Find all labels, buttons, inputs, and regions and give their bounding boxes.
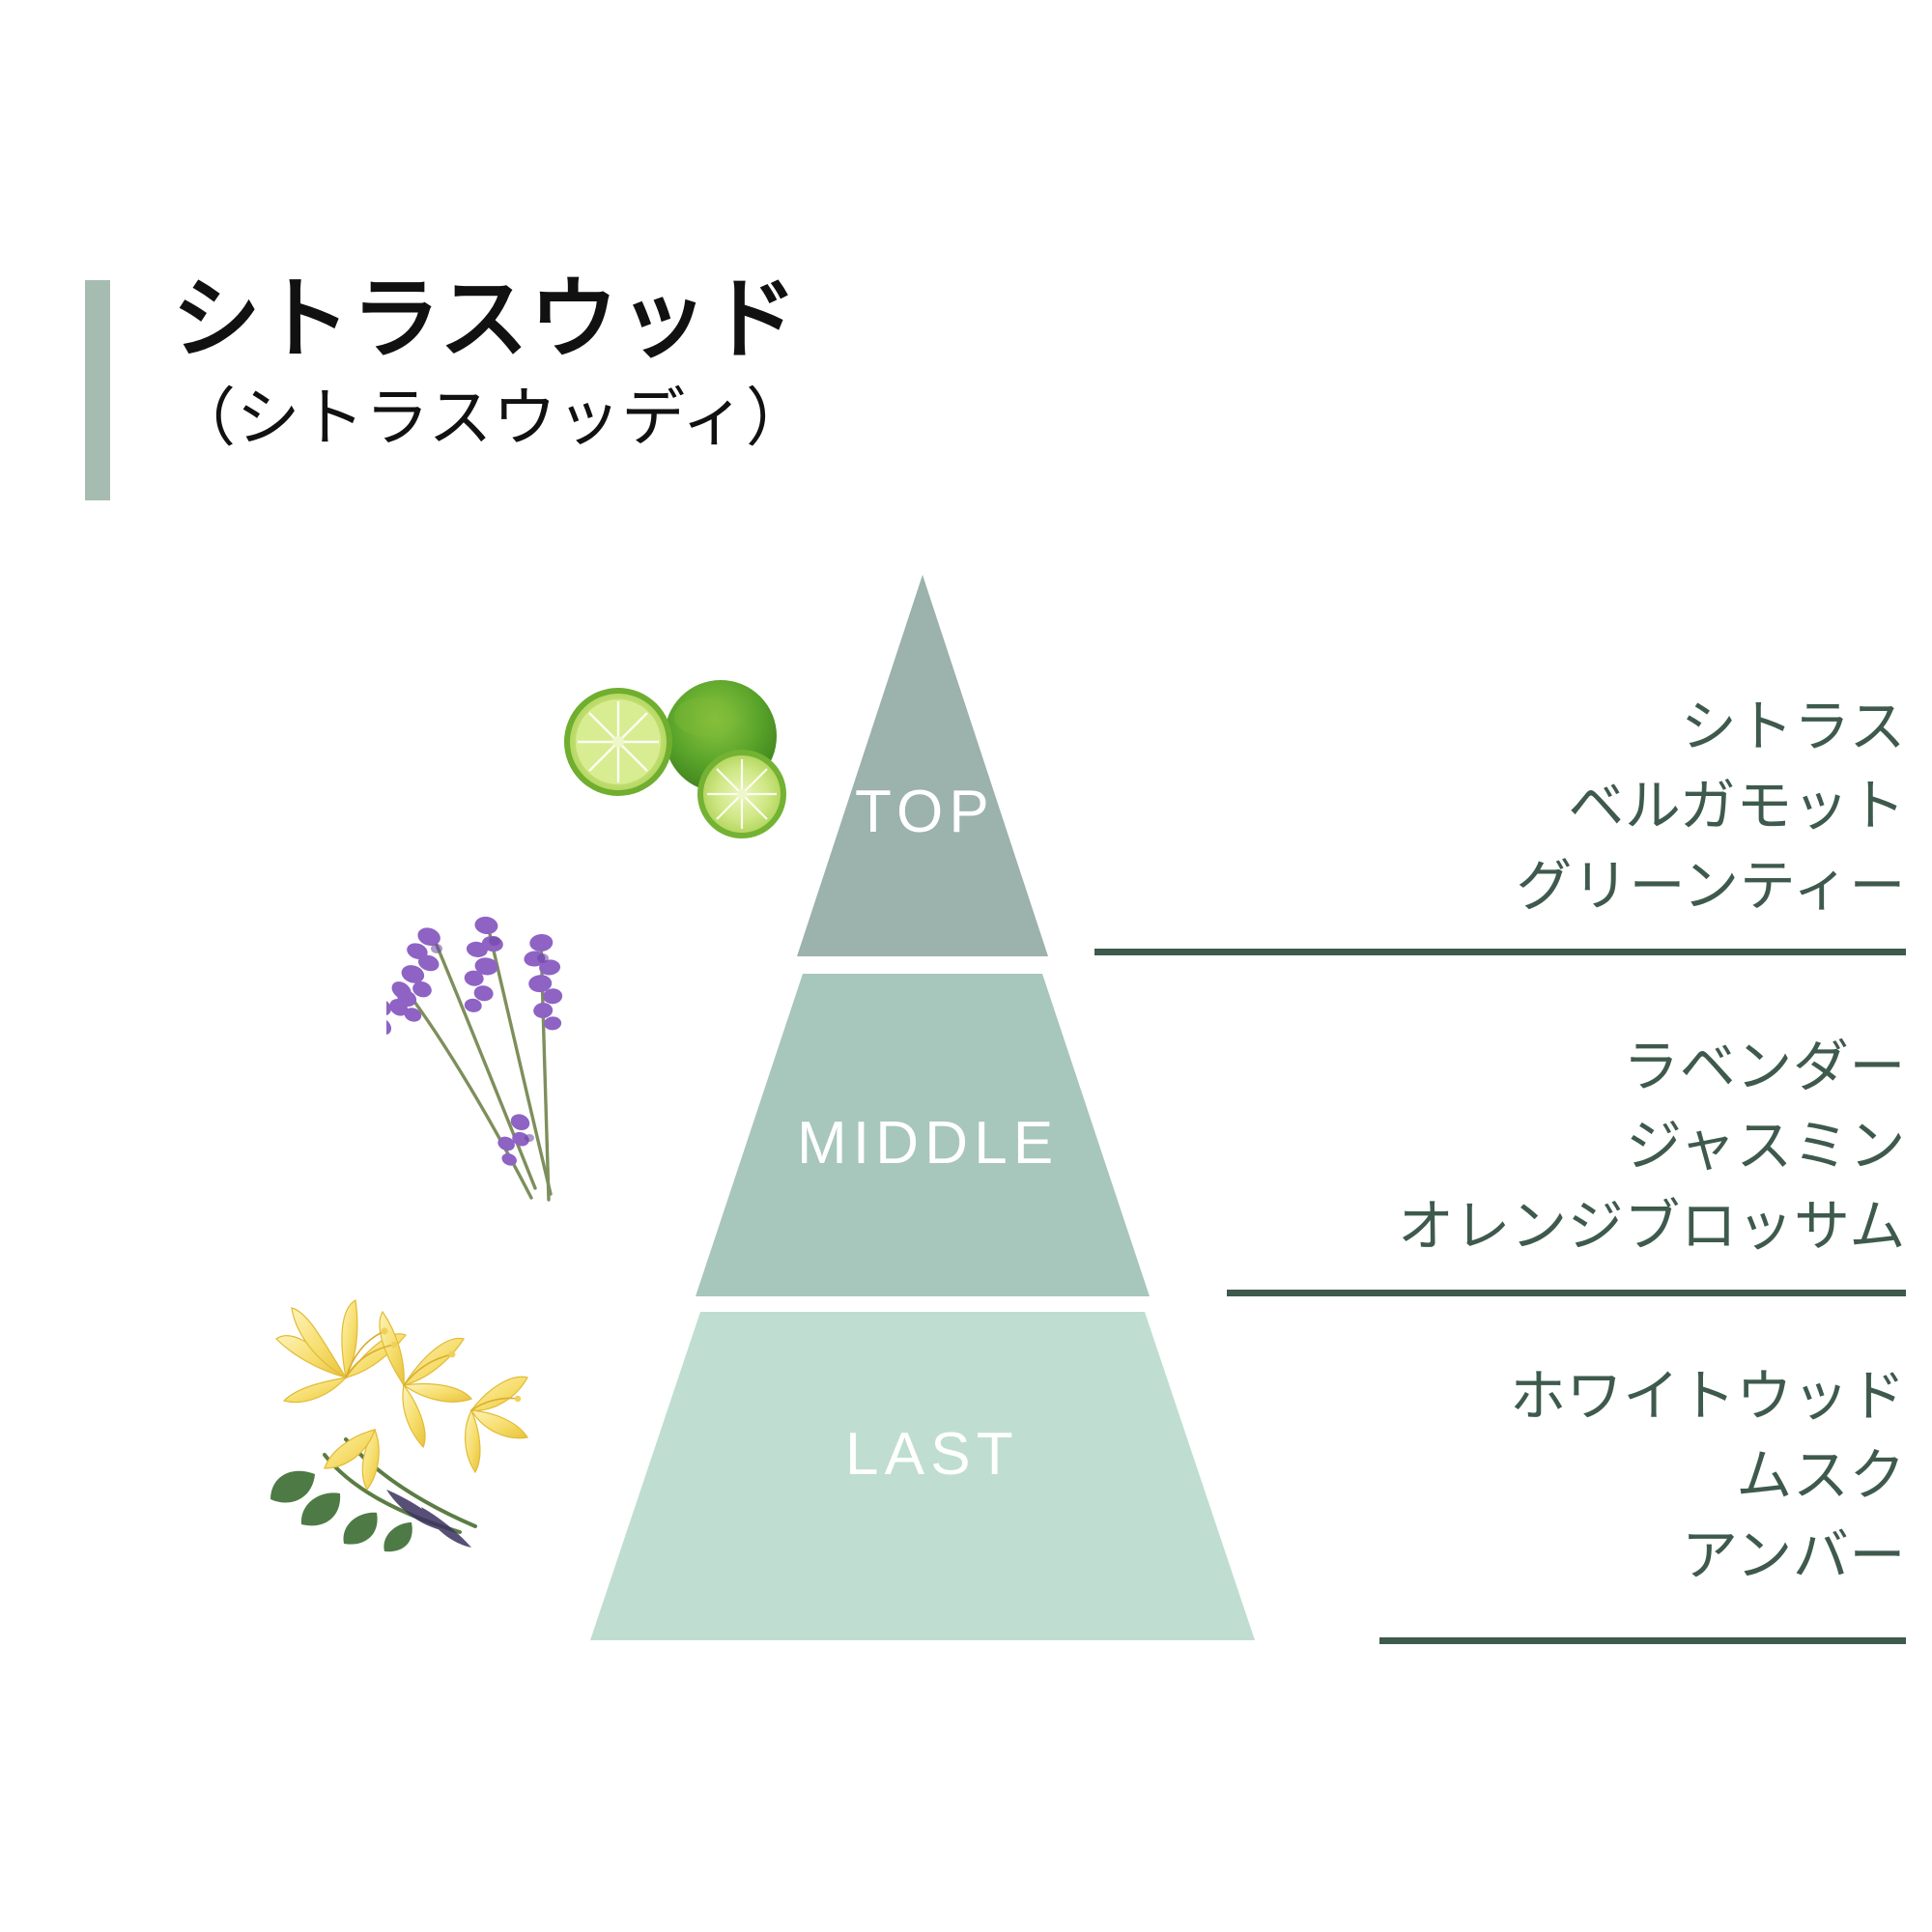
notes-group-last: ホワイトウッド ムスク アンバー (1510, 1357, 1906, 1596)
note-item: ラベンダー (1623, 1036, 1906, 1098)
note-item: ムスク (1736, 1444, 1906, 1508)
notes-divider-top (1094, 949, 1906, 955)
page-title: シトラスウッド (172, 270, 799, 369)
notes-group-top: シトラス ベルガモット グリーンティー (1516, 688, 1906, 926)
tier-label-top: TOP (855, 779, 995, 845)
note-item: ベルガモット (1568, 775, 1906, 838)
header: シトラスウッド （シトラスウッディ） (85, 270, 1244, 502)
page-subtitle: （シトラスウッディ） (172, 382, 810, 454)
lavender-icon (386, 916, 563, 1202)
note-item: オレンジブロッサム (1397, 1194, 1906, 1258)
note-item: グリーンティー (1516, 854, 1906, 918)
honeysuckle-icon (270, 1299, 528, 1552)
title-block: シトラスウッド （シトラスウッディ） (172, 270, 1235, 458)
lime-icon (564, 680, 786, 838)
tier-label-middle: MIDDLE (797, 1110, 1060, 1177)
tier-label-last: LAST (845, 1421, 1019, 1488)
note-item: シトラス (1680, 696, 1906, 758)
title-accent-bar (85, 280, 110, 500)
notes-divider-middle (1227, 1290, 1906, 1296)
note-item: ジャスミン (1625, 1115, 1906, 1179)
notes-group-middle: ラベンダー ジャスミン オレンジブロッサム (1398, 1028, 1906, 1266)
note-item: アンバー (1681, 1523, 1906, 1587)
pyramid-tier-top (797, 575, 1048, 956)
notes-divider-last (1379, 1637, 1906, 1644)
note-item: ホワイトウッド (1509, 1365, 1906, 1428)
